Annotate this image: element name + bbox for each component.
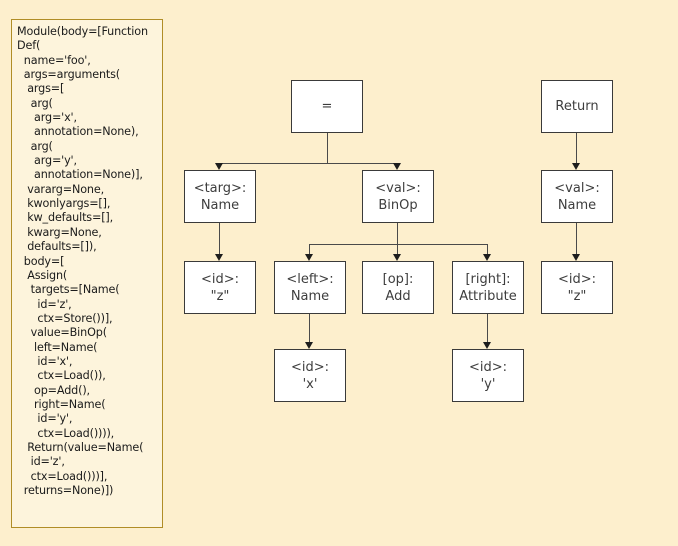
edge-assign-stem <box>326 133 328 164</box>
node-label-line2: Name <box>290 288 330 304</box>
node-left-id-x[interactable]: <id>: 'x' <box>274 349 346 402</box>
arrow-right-to-idy <box>483 342 491 349</box>
arrow-assign-to-val <box>393 163 401 170</box>
edge-assign-bus <box>219 163 398 165</box>
edge-left-to-idx <box>309 314 311 342</box>
node-return-root[interactable]: Return <box>541 80 613 133</box>
node-return-val-name[interactable]: <val>: Name <box>541 170 613 223</box>
node-label-line1: <id>: <box>468 359 508 375</box>
node-label-line1: <id>: <box>200 271 240 287</box>
ast-code-text: Module(body=[Function Def( name='foo', a… <box>17 25 148 497</box>
node-label-line1: <left>: <box>286 271 334 287</box>
edge-right-to-idy <box>487 314 489 342</box>
node-label-line1: <id>: <box>290 359 330 375</box>
node-label-line2: "z" <box>210 288 230 304</box>
node-label-line2: Name <box>200 197 240 213</box>
node-label-line2: 'x' <box>302 376 318 392</box>
node-label-line2: Attribute <box>459 288 517 304</box>
node-label-line2: "z" <box>567 288 587 304</box>
node-right-id-y[interactable]: <id>: 'y' <box>452 349 524 402</box>
node-label-line1: Return <box>555 99 599 114</box>
arrow-left-to-idx <box>305 342 313 349</box>
node-targ-name[interactable]: <targ>: Name <box>184 170 256 223</box>
node-label-line1: <targ>: <box>193 180 247 196</box>
node-assign-root[interactable]: = <box>291 80 363 133</box>
node-label-line1: [right]: <box>465 271 511 287</box>
node-left-name[interactable]: <left>: Name <box>274 261 346 314</box>
edge-binop-to-right <box>487 244 489 254</box>
node-label-line2: 'y' <box>480 376 496 392</box>
ast-code-panel: Module(body=[Function Def( name='foo', a… <box>11 19 163 528</box>
arrow-binop-to-left <box>305 254 313 261</box>
node-op-add[interactable]: [op]: Add <box>362 261 434 314</box>
edge-targ-to-id <box>219 223 221 254</box>
arrow-retval-to-id <box>572 254 580 261</box>
edge-binop-to-left <box>309 244 311 254</box>
node-label-line1: = <box>321 99 333 114</box>
node-right-attribute[interactable]: [right]: Attribute <box>452 261 524 314</box>
node-return-id-z[interactable]: <id>: "z" <box>541 261 613 314</box>
node-label-line1: <id>: <box>557 271 597 287</box>
node-targ-id-z[interactable]: <id>: "z" <box>184 261 256 314</box>
node-val-binop[interactable]: <val>: BinOp <box>362 170 434 223</box>
node-label-line2: Add <box>385 288 411 304</box>
edge-return-to-val <box>576 133 578 164</box>
edge-binop-bus <box>309 244 488 246</box>
arrow-binop-to-right <box>483 254 491 261</box>
node-label-line2: BinOp <box>378 197 418 213</box>
node-label-line1: [op]: <box>382 271 414 287</box>
edge-binop-to-op <box>397 244 399 254</box>
edge-binop-stem <box>397 223 399 245</box>
arrow-assign-to-targ <box>215 163 223 170</box>
node-label-line1: <val>: <box>554 180 600 196</box>
arrow-targ-to-id <box>215 254 223 261</box>
arrow-binop-to-op <box>393 254 401 261</box>
arrow-return-to-val <box>572 163 580 170</box>
node-label-line2: Name <box>557 197 597 213</box>
edge-retval-to-id <box>576 223 578 254</box>
node-label-line1: <val>: <box>375 180 421 196</box>
